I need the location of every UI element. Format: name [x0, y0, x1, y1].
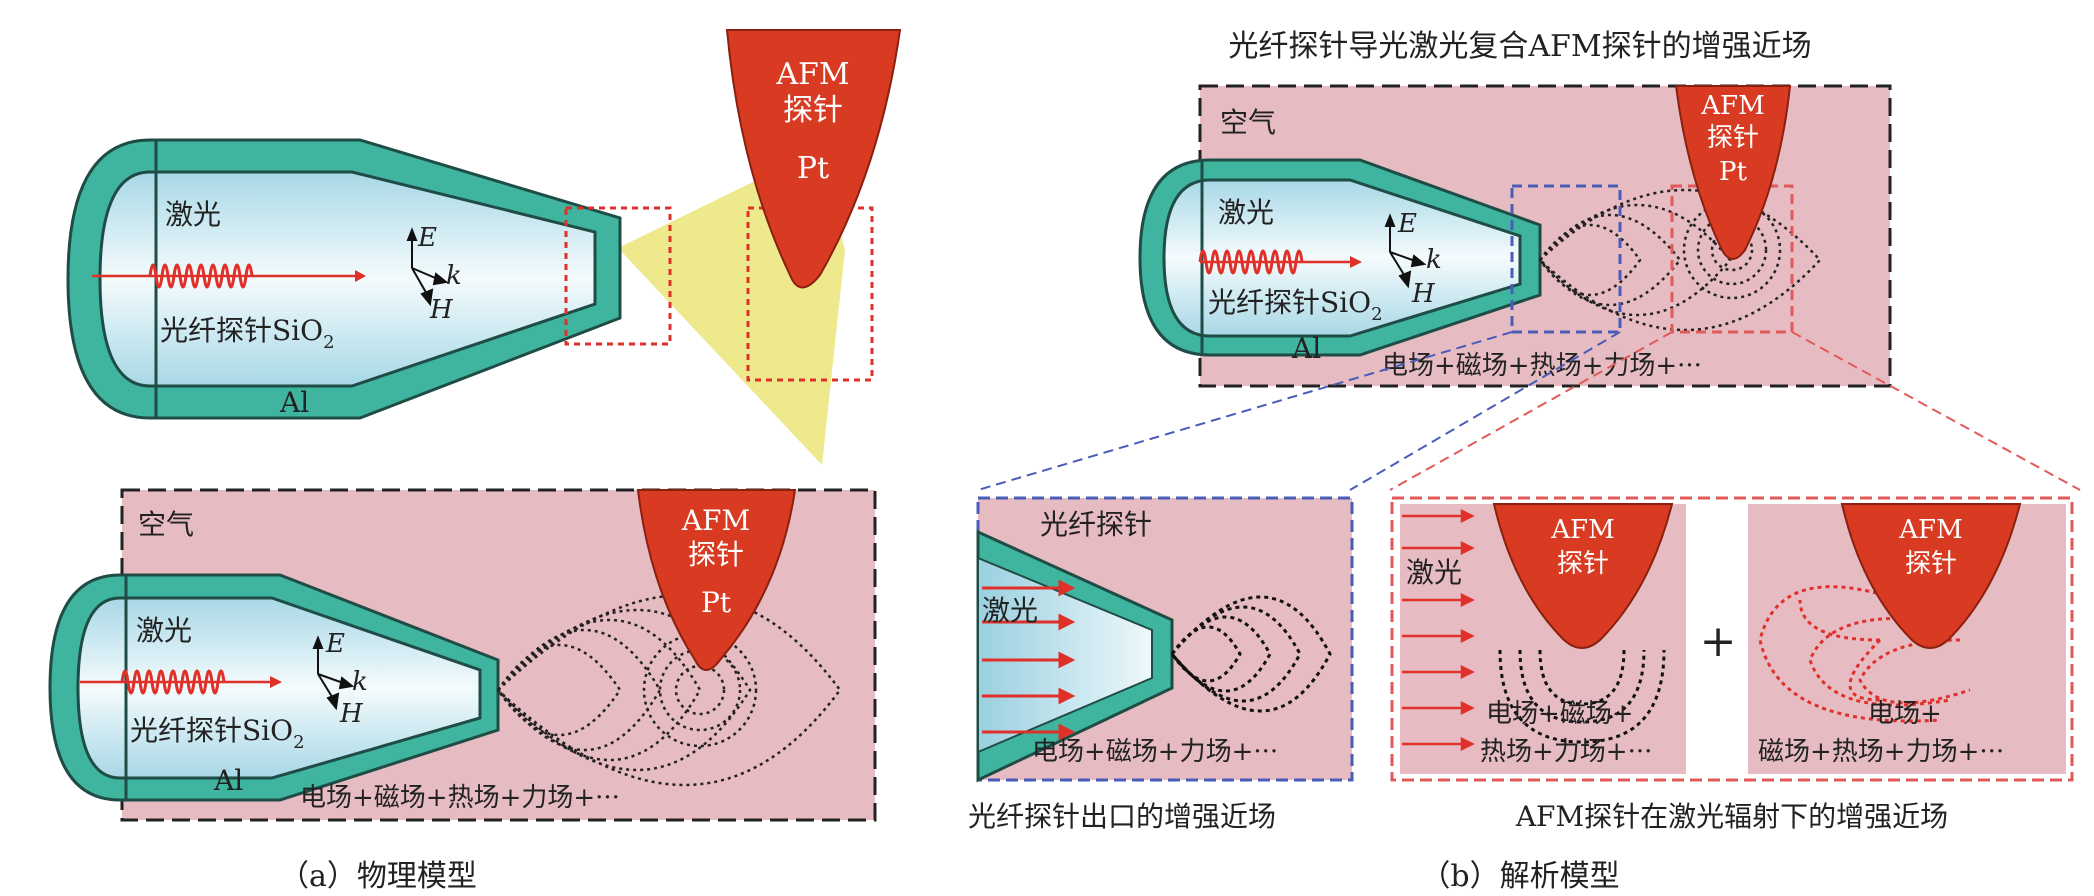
label-fields: 电场+磁场+热场+力场+···	[1382, 351, 1702, 381]
field-lines	[1170, 595, 1332, 713]
label-k: k	[1426, 245, 1442, 275]
label-laser: 激光	[136, 614, 192, 647]
tip-label: 探针	[783, 93, 843, 128]
panel-a-bottom: 空气 E k H 激光 光纤探针SiO2 Al AFM 探针 Pt 电场+	[48, 488, 877, 822]
pt-label: Pt	[701, 586, 732, 619]
label-air: 空气	[138, 508, 194, 541]
afm-tip	[1674, 85, 1792, 260]
field-lines	[1498, 649, 1666, 744]
fiber-zoom-laser: 激光	[982, 594, 1038, 627]
label-k: k	[352, 667, 368, 697]
zoom-box-tip	[1670, 184, 1794, 334]
label-h: H	[429, 295, 454, 325]
tip-label: 探针	[1557, 549, 1609, 579]
afm-label: AFM	[1700, 91, 1764, 121]
label-al: Al	[213, 764, 243, 797]
label-k: k	[446, 261, 462, 291]
label-al: Al	[1291, 332, 1321, 365]
afm-zoom-fields1-line2: 热场+力场+···	[1480, 737, 1652, 767]
label-e: E	[417, 223, 437, 253]
panel-b-fiber-zoom: 光纤探针 激光 电场+磁场+力场+···	[976, 496, 1354, 783]
pt-label: Pt	[797, 151, 829, 186]
caption-b: （b）解析模型	[1420, 859, 1619, 894]
label-e: E	[325, 629, 345, 659]
panel-b-top: 空气 E k H 激光 光纤探针SiO2 Al AFM 探针 Pt 电场+磁场	[1138, 84, 1892, 388]
afm-zoom-fields2-line2: 磁场+热场+力场+···	[1758, 737, 2004, 767]
afm-tip	[725, 29, 902, 289]
panel-a-top: E k H 激光 光纤探针SiO2 Al AFM 探针 Pt	[66, 29, 902, 465]
fiber-zoom-fields: 电场+磁场+力场+···	[1032, 737, 1278, 767]
fiber-core	[1162, 178, 1522, 338]
fiber-zoom-caption: 光纤探针出口的增强近场	[968, 800, 1276, 833]
label-e: E	[1397, 209, 1417, 239]
afm-zoom-box	[1390, 496, 2074, 782]
plus-sign: +	[1700, 616, 1737, 667]
tip-label: 探针	[688, 538, 744, 571]
label-h: H	[1411, 279, 1436, 309]
afm-zoom-fields2-line1: 电场+	[1868, 699, 1942, 729]
tip-label: 探针	[1707, 123, 1759, 153]
afm-tip	[1492, 503, 1674, 649]
afm-zoom-caption: AFM探针在激光辐射下的增强近场	[1515, 800, 1948, 833]
tip-label: 探针	[1905, 549, 1957, 579]
label-fields: 电场+磁场+热场+力场+···	[300, 783, 620, 813]
label-fiber: 光纤探针SiO2	[160, 314, 335, 353]
label-fiber: 光纤探针SiO2	[1208, 286, 1383, 325]
afm-tip	[636, 489, 797, 671]
label-laser: 激光	[165, 198, 221, 231]
fiber-core	[98, 170, 597, 388]
afm-label: AFM	[1898, 515, 1962, 545]
panel-b-afm-zoom: 激光 AFM 探针 电场+磁场+ 热场+力场+··· + AFM 探针 电场+ …	[1390, 496, 2074, 782]
afm-zoom-laser: 激光	[1406, 556, 1462, 589]
axes-icon	[406, 227, 449, 307]
pt-label: Pt	[1719, 157, 1747, 187]
top-title: 光纤探针导光激光复合AFM探针的增强近场	[1228, 29, 1811, 64]
afm-label: AFM	[681, 504, 750, 537]
afm-label: AFM	[775, 57, 849, 92]
zoom-box-fiber	[564, 206, 672, 346]
label-h: H	[339, 699, 364, 729]
axes-icon	[1384, 213, 1427, 289]
connector-lines	[977, 331, 2081, 491]
zoom-box-fiber	[1510, 184, 1622, 334]
label-al: Al	[279, 386, 309, 419]
label-fiber: 光纤探针SiO2	[130, 714, 305, 753]
axes-icon	[312, 635, 355, 711]
fiber-zoom-title: 光纤探针	[1040, 508, 1152, 541]
caption-a: （a）物理模型	[279, 859, 477, 894]
zoom-box-tip	[746, 206, 874, 382]
label-laser: 激光	[1218, 196, 1274, 229]
afm-zoom-fields1-line1: 电场+磁场+	[1486, 699, 1634, 729]
field-lines-red	[1758, 585, 1971, 723]
afm-label: AFM	[1550, 515, 1614, 545]
fiber-core	[76, 596, 482, 780]
label-air: 空气	[1220, 106, 1276, 139]
afm-tip	[1840, 503, 2022, 649]
